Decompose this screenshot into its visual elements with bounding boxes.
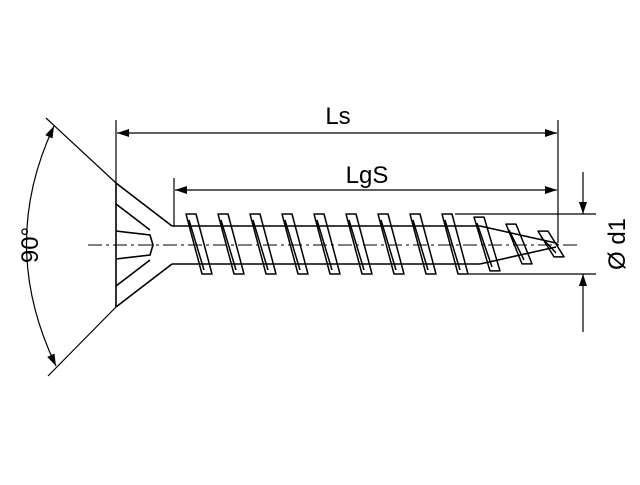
head-lower-rim [115, 259, 151, 287]
thread-flight [473, 216, 501, 272]
screw-head [115, 182, 173, 308]
angle-label: 90° [17, 227, 44, 263]
thread-flight [249, 213, 277, 275]
thread-flight [377, 213, 405, 275]
thread-flight [409, 213, 437, 275]
thread-flight [281, 213, 309, 275]
angle-arc [25, 125, 57, 367]
lgs-label: LgS [346, 162, 389, 189]
d1-label: Ø d1 [604, 218, 631, 270]
head-lower-flank [115, 263, 173, 308]
lgs-dimension [173, 178, 557, 226]
thread-flight [537, 230, 565, 258]
thread-flight [345, 213, 373, 275]
thread-flight [441, 213, 469, 275]
thread-flights [185, 213, 565, 275]
thread-flight [505, 223, 533, 265]
angle-extension-top [45, 117, 117, 184]
d1-dimension [455, 172, 596, 332]
ls-label: Ls [325, 103, 350, 130]
head-upper-rim [115, 203, 151, 231]
ls-dimension [115, 120, 559, 243]
head-recess [115, 230, 154, 260]
thread-flight [313, 213, 341, 275]
head-upper-flank [115, 182, 173, 227]
thread-flight [185, 213, 213, 275]
angle-dimension [25, 117, 117, 377]
thread-flight [217, 213, 245, 275]
angle-extension-bottom [47, 306, 117, 377]
